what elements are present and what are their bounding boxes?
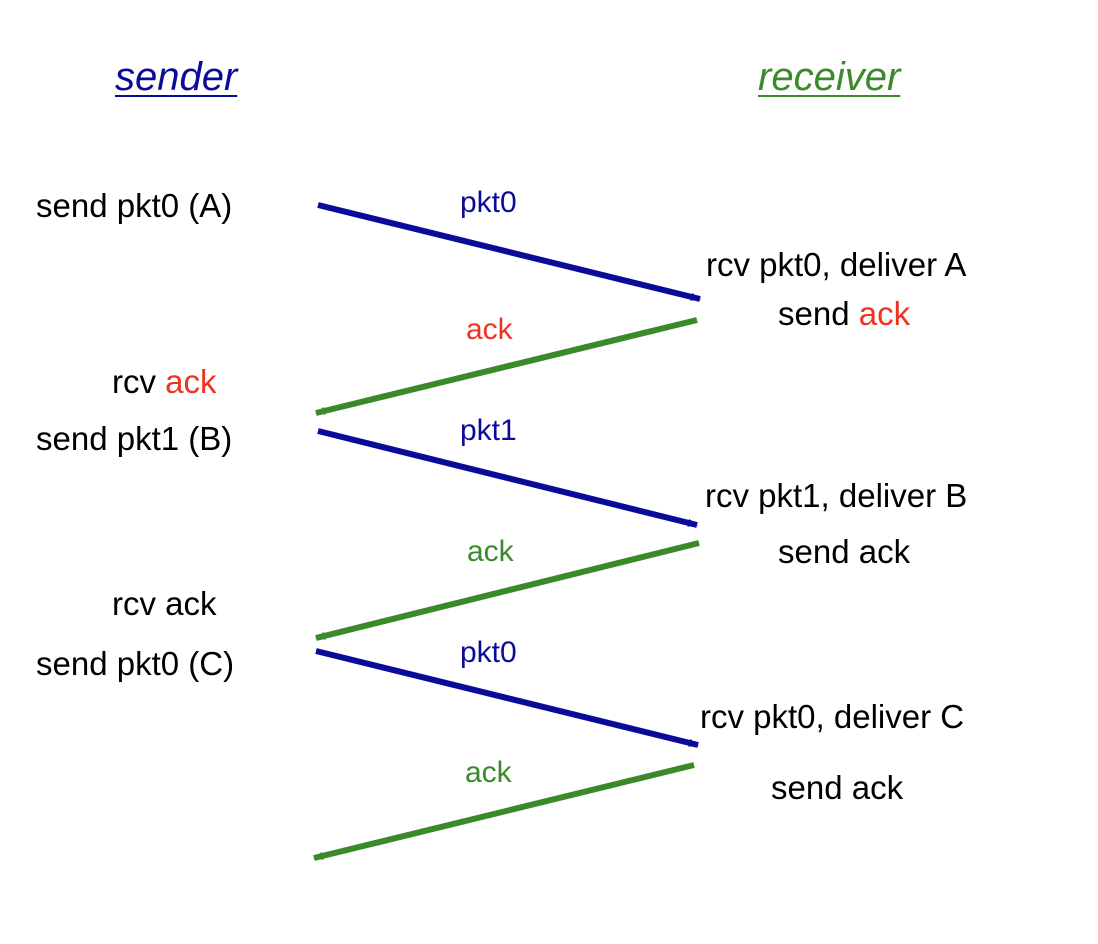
- receiver-event-deliver-b: rcv pkt1, deliver B: [705, 477, 968, 514]
- pkt0-arrow-a: [317, 202, 701, 302]
- receiver-event-send-prefix: send: [778, 295, 859, 332]
- receiver-event-deliver-a: rcv pkt0, deliver A: [706, 246, 967, 283]
- receiver-event-deliver-c: rcv pkt0, deliver C: [700, 698, 965, 735]
- receiver-event-send-ack: send ack: [778, 297, 910, 330]
- sender-event-ack-highlight: ack: [165, 363, 217, 400]
- sender-event-rcv-ack-2: rcv ack: [112, 585, 217, 622]
- pkt0-arrow-c: [315, 648, 699, 748]
- ack-arrow-c: [313, 762, 695, 861]
- sender-event-rcv-ack: rcv ack: [112, 365, 217, 398]
- message-label-ack-c: ack: [465, 756, 512, 789]
- message-label-pkt0-c: pkt0: [460, 636, 517, 669]
- message-label-pkt0-a: pkt0: [460, 186, 517, 219]
- sender-event-send-pkt0-c: send pkt0 (C): [36, 645, 235, 682]
- ack-arrow-b: [315, 540, 700, 641]
- sender-event-send-pkt1-b: send pkt1 (B): [36, 420, 233, 457]
- sender-event-rcv-prefix: rcv: [112, 363, 166, 400]
- receiver-event-send-ack-3: send ack: [771, 769, 904, 806]
- sender-title: sender: [115, 55, 238, 99]
- receiver-event-ack-highlight: ack: [858, 295, 911, 332]
- message-label-pkt1-b: pkt1: [460, 414, 517, 447]
- receiver-event-send-ack-2: send ack: [778, 533, 911, 570]
- receiver-title: receiver: [758, 55, 901, 99]
- pkt1-arrow-b: [317, 428, 698, 528]
- message-arrows: [313, 202, 701, 861]
- sender-event-send-pkt0-a: send pkt0 (A): [36, 187, 233, 224]
- message-label-ack-b: ack: [467, 535, 514, 568]
- ack-arrow-a: [315, 317, 698, 416]
- message-label-ack-a: ack: [466, 313, 513, 346]
